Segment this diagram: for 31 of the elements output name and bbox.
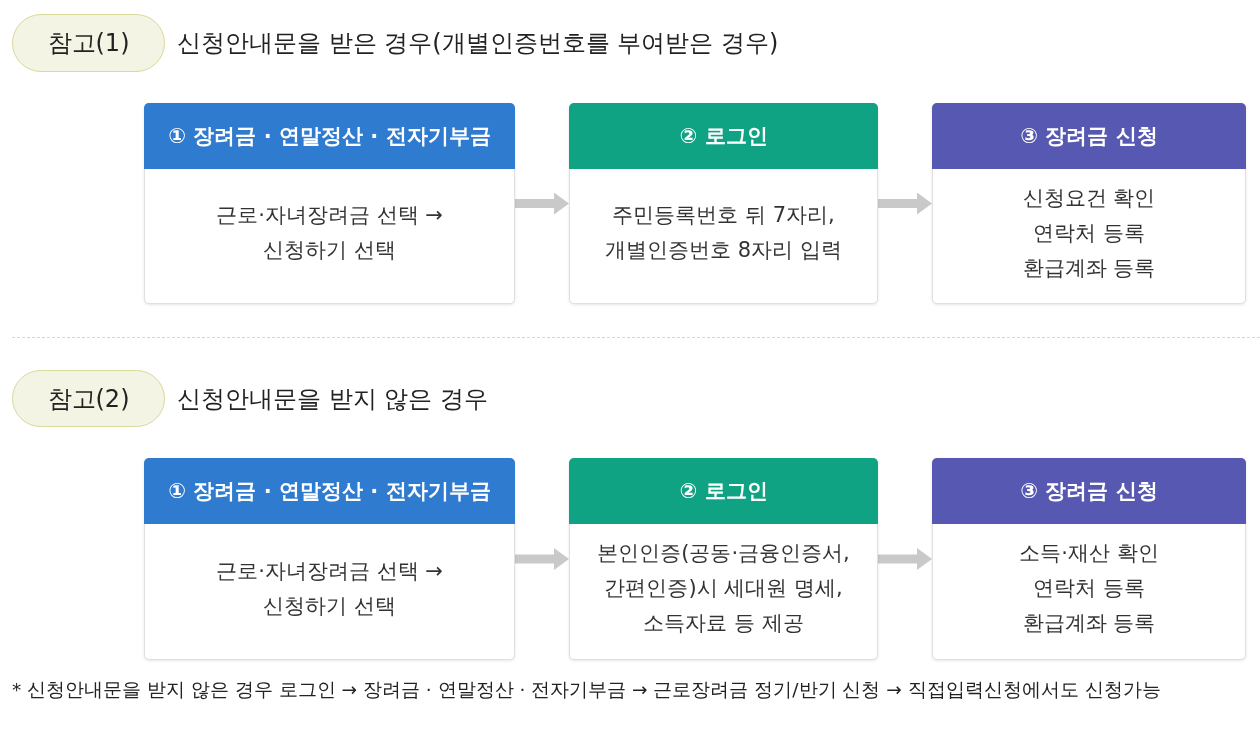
step-card bbox=[144, 103, 515, 304]
section-heading: 신청안내문을 받지 않은 경우 bbox=[177, 383, 488, 415]
arrow bbox=[515, 192, 569, 215]
step-header: ① 장려금 · 연말정산 · 전자기부금 bbox=[144, 103, 515, 169]
arrow bbox=[878, 548, 932, 570]
step-card bbox=[569, 458, 878, 660]
step-card bbox=[569, 103, 878, 304]
step-description: 신청요건 확인 bbox=[1022, 184, 1156, 212]
step-header: ① 장려금 · 연말정산 · 전자기부금 bbox=[144, 458, 515, 524]
step-header: ③ 장려금 신청 bbox=[932, 103, 1246, 169]
step-card bbox=[932, 103, 1246, 304]
step-description: 본인인증(공동·금융인증서, 간편인증)시 세대원 명세, 소득자료 등 제공 bbox=[596, 540, 851, 637]
step-description: 근로·자녀장려금 선택 → 신청하기 선택 bbox=[215, 202, 444, 264]
step-description: 연락처 등록 bbox=[1033, 219, 1145, 247]
arrow bbox=[515, 548, 569, 570]
step-description: 주민등록번호 뒤 7자리, 개별인증번호 8자리 입력 bbox=[604, 202, 843, 264]
section-heading: 신청안내문을 받은 경우(개별인증번호를 부여받은 경우) bbox=[177, 28, 779, 59]
step-description: 환급계좌 등록 bbox=[1022, 254, 1156, 282]
step-card bbox=[932, 458, 1246, 660]
step-header: ③ 장려금 신청 bbox=[932, 458, 1246, 524]
step-description: 연락처 등록 bbox=[1033, 575, 1145, 602]
footnote: * 신청안내문을 받지 않은 경우 로그인 → 장려금 · 연말정산 · 전자기부금 → 근로장려금 정기/반기 신청 → 직접입력신청에서도 신청가능 bbox=[12, 678, 1161, 702]
step-description: 환급계좌 등록 bbox=[1022, 610, 1156, 637]
arrow bbox=[878, 192, 932, 215]
step-header: ② 로그인 bbox=[569, 458, 878, 524]
section-tag: 참고(1) bbox=[12, 14, 165, 72]
step-description: 근로·자녀장려금 선택 → 신청하기 선택 bbox=[215, 557, 444, 620]
step-header: ② 로그인 bbox=[569, 103, 878, 169]
step-description: 소득·재산 확인 bbox=[1019, 540, 1159, 567]
section-tag: 참고(2) bbox=[12, 370, 165, 427]
step-card bbox=[144, 458, 515, 660]
